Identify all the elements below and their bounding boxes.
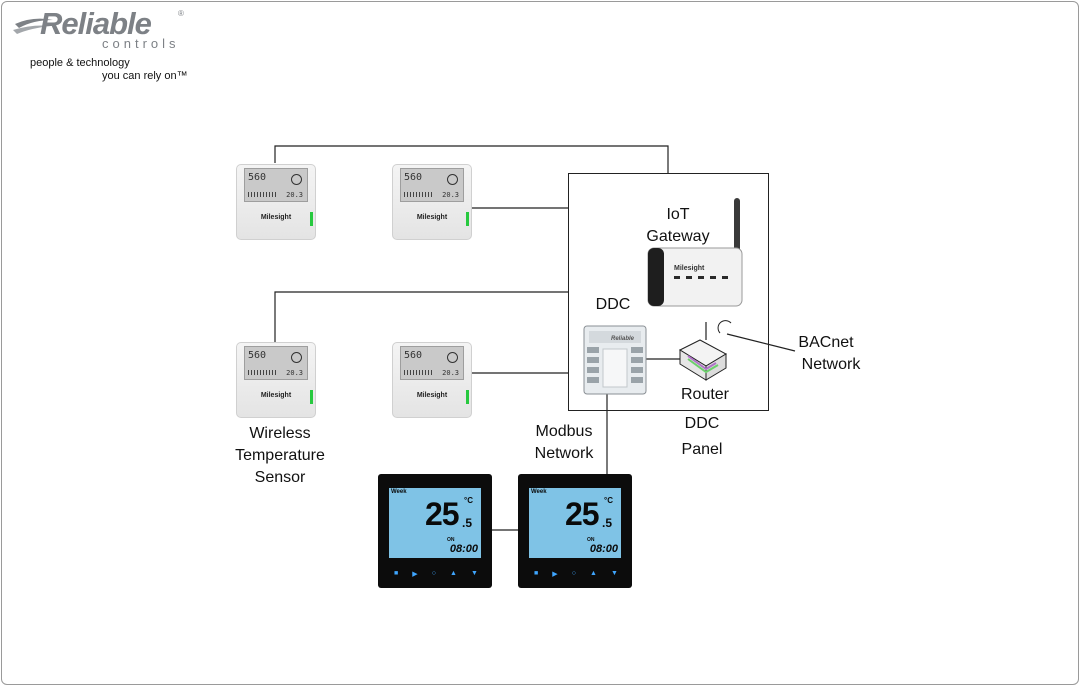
status-led <box>466 390 469 404</box>
power-key-icon: ○ <box>571 570 576 577</box>
menu-key-icon: ■ <box>534 570 539 577</box>
menu-key-icon: ■ <box>394 570 399 577</box>
sensor-brand: Milesight <box>416 392 448 399</box>
ddc-panel-box <box>568 173 769 411</box>
label-ddc-panel-1: DDC <box>684 415 720 432</box>
label-ddc-panel-2: Panel <box>681 441 723 458</box>
tagline-line1: people & technology <box>30 57 130 69</box>
iot-gateway-device: Milesight <box>647 198 743 307</box>
thermostat: Week 25 °C .5 ON 08:00 ■▶○▲▼ <box>518 474 632 588</box>
label-temperature: Temperature <box>235 447 325 464</box>
logo-subtitle: controls <box>102 36 180 51</box>
play-key-icon: ▶ <box>552 571 558 578</box>
down-key-icon: ▼ <box>471 570 478 577</box>
smiley-icon <box>447 352 458 363</box>
router-device <box>678 339 728 381</box>
ddc-controller-device: Reliable <box>583 325 647 395</box>
sensor-brand: Milesight <box>260 214 292 221</box>
smiley-icon <box>447 174 458 185</box>
label-wireless: Wireless <box>249 425 311 442</box>
sensor-brand: Milesight <box>416 214 448 221</box>
label-bacnet-network: Network <box>801 356 861 373</box>
logo-registered-mark: ® <box>178 9 184 18</box>
label-gateway: Gateway <box>646 228 710 245</box>
power-key-icon: ○ <box>431 570 436 577</box>
ddc-brand: Reliable <box>611 336 635 342</box>
label-modbus-network: Network <box>534 445 594 462</box>
sensor-brand: Milesight <box>260 392 292 399</box>
logo-swoosh-icon <box>13 18 53 34</box>
logo-wordmark: Reliable <box>40 6 152 41</box>
bacnet-link <box>726 333 796 352</box>
label-router: Router <box>680 386 730 403</box>
down-key-icon: ▼ <box>611 570 618 577</box>
trend-bars <box>404 370 434 375</box>
middle-bus-line <box>274 291 568 342</box>
top-bus-line <box>274 145 669 173</box>
trend-bars <box>404 192 434 197</box>
trend-bars <box>248 192 278 197</box>
up-key-icon: ▲ <box>590 570 597 577</box>
smiley-icon <box>291 352 302 363</box>
thermostat-keys: ■ ▶ ○ ▲ ▼ <box>394 570 478 578</box>
up-key-icon: ▲ <box>450 570 457 577</box>
wireless-arc-icon <box>717 320 732 334</box>
trend-bars <box>248 370 278 375</box>
status-led <box>310 390 313 404</box>
thermostat-keys: ■ ▶ ○ ▲ ▼ <box>534 570 618 578</box>
label-iot: IoT <box>666 206 690 223</box>
label-ddc: DDC <box>595 296 631 313</box>
thermostat: Week 25 °C .5 ON 08:00 ■▶○▲▼ <box>378 474 492 588</box>
tagline-line2: you can rely on™ <box>102 70 188 82</box>
play-key-icon: ▶ <box>412 571 418 578</box>
label-modbus: Modbus <box>535 423 593 440</box>
smiley-icon <box>291 174 302 185</box>
label-sensor: Sensor <box>254 469 306 486</box>
status-led <box>466 212 469 226</box>
gateway-brand: Milesight <box>674 265 705 272</box>
label-bacnet: BACnet <box>798 334 854 351</box>
status-led <box>310 212 313 226</box>
